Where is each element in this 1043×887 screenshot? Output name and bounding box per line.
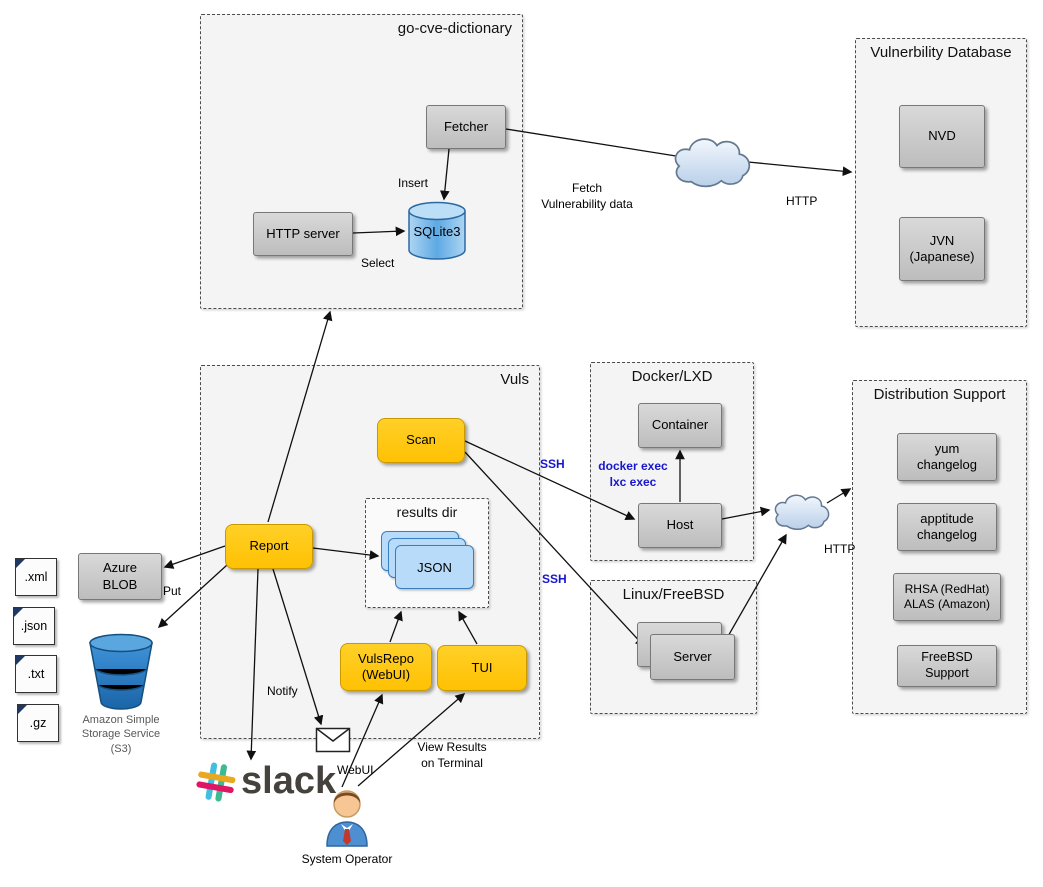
group-vulnerability-database-title: Vulnerbility Database [870, 44, 1012, 61]
group-go-cve-dictionary-title: go-cve-dictionary [397, 20, 512, 37]
slack-hash-icon [196, 762, 236, 802]
slack-logo: slack [196, 760, 336, 803]
file-txt: .txt [15, 655, 57, 693]
edge-label-notify: Notify [267, 684, 298, 698]
node-jvn: JVN (Japanese) [899, 217, 985, 281]
file-gz: .gz [17, 704, 59, 742]
arrow-httpserver-to-sqlite [352, 226, 406, 237]
file-xml: .xml [15, 558, 57, 596]
node-azure-blob: Azure BLOB [78, 553, 162, 600]
node-sqlite3: SQLite3 [413, 223, 461, 239]
file-json: .json [13, 607, 55, 645]
file-xml-label: .xml [24, 570, 48, 584]
node-apptitude-changelog: apptitude changelog [897, 503, 997, 551]
node-yum-changelog: yum changelog [897, 433, 997, 481]
edge-label-insert: Insert [398, 176, 429, 190]
arrow-vulsrepo-to-json [389, 610, 403, 643]
group-distribution-support-title: Distribution Support [873, 386, 1006, 403]
edge-label-view-results: View Results on Terminal [417, 740, 487, 770]
node-rhsa-alas: RHSA (RedHat) ALAS (Amazon) [893, 573, 1001, 621]
group-results-dir-title: results dir [396, 504, 458, 520]
s3-bucket-icon [89, 633, 153, 710]
group-docker-lxd-title: Docker/LXD [631, 368, 713, 385]
internet-cloud-icon-2 [774, 494, 830, 531]
arrow-cloud-to-distsupport [826, 488, 852, 504]
slack-wordmark: slack [241, 760, 337, 802]
node-tui: TUI [437, 645, 527, 691]
internet-cloud-icon [674, 138, 751, 188]
node-fetcher: Fetcher [426, 105, 506, 149]
edge-label-http-fetch: HTTP [786, 194, 818, 208]
edge-label-ssh-linux: SSH [542, 572, 567, 586]
system-operator-caption: System Operator [301, 852, 393, 866]
edge-label-select: Select [361, 256, 395, 270]
node-json: JSON [395, 545, 474, 589]
file-gz-label: .gz [29, 716, 47, 730]
arrow-report-to-email [272, 568, 324, 726]
arrow-report-to-azure [163, 545, 226, 569]
node-http-server: HTTP server [253, 212, 353, 256]
arrow-scan-to-server [464, 451, 645, 648]
node-container: Container [638, 403, 722, 448]
arrow-scan-to-host [464, 440, 636, 520]
arrow-operator-to-vulsrepo [341, 693, 384, 788]
node-nvd: NVD [899, 105, 985, 168]
group-go-cve-dictionary: go-cve-dictionary [200, 14, 523, 309]
arrow-report-to-json [312, 547, 380, 560]
node-freebsd-support: FreeBSD Support [897, 645, 997, 687]
arrow-fetcher-to-sqlite [439, 148, 450, 201]
group-vuls-title: Vuls [500, 371, 529, 388]
arrow-report-to-s3 [157, 564, 228, 628]
node-server: Server [650, 634, 735, 680]
edge-label-fetch-vuln: Fetch Vulnerability data [541, 181, 633, 211]
group-linux-freebsd-title: Linux/FreeBSD [622, 586, 725, 603]
arrow-operator-to-tui [357, 693, 466, 787]
system-operator-icon [326, 790, 368, 847]
edge-label-put: Put [163, 584, 182, 598]
arrow-tui-to-json [458, 610, 478, 645]
sqlite3-cylinder-icon [408, 201, 466, 260]
node-report: Report [225, 524, 313, 569]
arrow-server-to-cloud [722, 533, 787, 646]
arrow-report-to-gocve [267, 310, 333, 523]
arrow-host-to-cloud [721, 506, 771, 520]
s3-caption: Amazon Simple Storage Service (S3) [81, 714, 161, 755]
email-envelope-icon [315, 727, 351, 753]
arrow-report-to-slack [246, 568, 259, 761]
file-json-label: .json [20, 619, 48, 633]
arrow-cloud-to-vulndb [747, 161, 853, 177]
node-vulsrepo: VulsRepo (WebUI) [340, 643, 432, 691]
edge-label-webui: WebUI [337, 763, 374, 777]
edge-label-ssh-docker: SSH [540, 457, 565, 471]
edge-label-http-dist: HTTP [824, 542, 856, 556]
line-fetcher-to-cloud [505, 128, 677, 157]
file-txt-label: .txt [27, 667, 45, 681]
node-scan: Scan [377, 418, 465, 463]
node-host: Host [638, 503, 722, 548]
edge-label-docker-exec: docker exec lxc exec [598, 459, 668, 489]
